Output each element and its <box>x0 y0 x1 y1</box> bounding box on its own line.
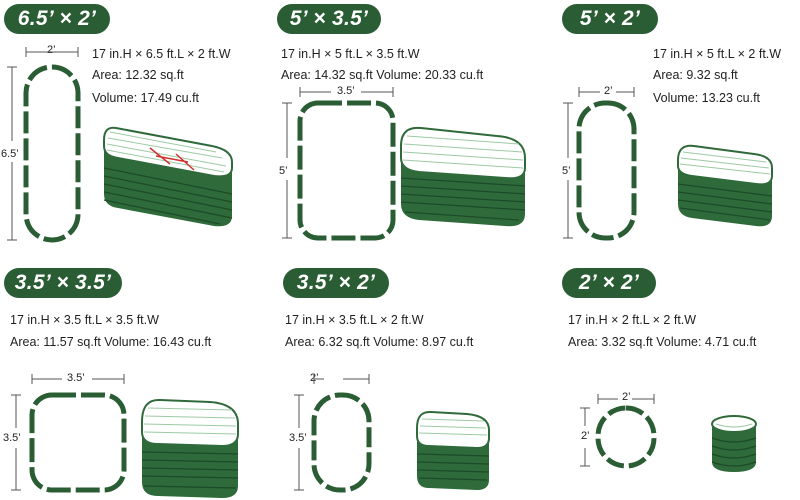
bed-outline-top-view <box>23 64 81 243</box>
width-dimension-label: 2’ <box>622 391 631 403</box>
spec-dimensions: 17 in.H × 3.5 ft.L × 3.5 ft.W <box>10 313 159 327</box>
bed-panel-3-5x3-5: 3.5’ × 3.5’ 17 in.H × 3.5 ft.L × 3.5 ft.… <box>0 250 266 500</box>
width-dimension-label: 3.5’ <box>67 372 85 384</box>
raised-bed-3d-illustration <box>103 126 233 227</box>
bed-diagram <box>7 47 233 243</box>
bed-panel-3-5x2: 3.5’ × 2’ 17 in.H × 3.5 ft.L × 2 ft.W Ar… <box>267 250 533 500</box>
length-dimension-label: 5’ <box>279 165 288 177</box>
spec-dimensions: 17 in.H × 2 ft.L × 2 ft.W <box>568 313 697 327</box>
width-dimension-label: 2’ <box>604 85 613 97</box>
bed-panel-2x2: 2’ × 2’ 17 in.H × 2 ft.L × 2 ft.W Area: … <box>534 250 800 500</box>
size-title-badge: 3.5’ × 2’ <box>283 268 389 298</box>
spec-area-volume: Area: 3.32 sq.ft Volume: 4.71 cu.ft <box>568 335 757 349</box>
bed-outline-top-view <box>595 405 657 469</box>
spec-dimensions: 17 in.H × 5 ft.L × 3.5 ft.W <box>281 47 420 61</box>
spec-area-volume: Area: 6.32 sq.ft Volume: 8.97 cu.ft <box>285 335 474 349</box>
bed-outline-top-view <box>576 100 637 241</box>
width-dimension-label: 3.5’ <box>337 85 355 97</box>
size-title-badge: 3.5’ × 3.5’ <box>4 268 122 298</box>
bed-panel-6-5x2: 6.5’ × 2’ 17 in.H × 6.5 ft.L × 2 ft.W Ar… <box>0 0 266 250</box>
bed-panel-5x3-5: 5’ × 3.5’ 17 in.H × 5 ft.L × 3.5 ft.W Ar… <box>267 0 533 250</box>
width-dimension-label: 2’ <box>47 44 56 56</box>
bed-diagram <box>282 87 526 241</box>
size-title-badge: 6.5’ × 2’ <box>4 4 110 34</box>
bed-diagram <box>294 374 490 493</box>
raised-bed-3d-illustration <box>677 144 773 227</box>
bed-diagram <box>580 394 757 472</box>
bed-outline-top-view <box>297 100 396 241</box>
size-title-badge: 5’ × 2’ <box>562 4 658 34</box>
spec-volume: Volume: 13.23 cu.ft <box>653 91 761 105</box>
raised-bed-3d-illustration <box>400 126 526 227</box>
length-dimension-label: 3.5’ <box>289 432 307 444</box>
spec-area: Area: 9.32 sq.ft <box>653 68 738 82</box>
raised-bed-3d-illustration <box>416 410 490 490</box>
length-dimension-label: 6.5’ <box>1 148 19 160</box>
size-title-badge: 2’ × 2’ <box>562 268 656 298</box>
raised-bed-3d-illustration <box>711 415 757 472</box>
size-title-badge: 5’ × 3.5’ <box>277 4 381 34</box>
spec-dimensions: 17 in.H × 6.5 ft.L × 2 ft.W <box>92 47 231 61</box>
bed-diagram <box>563 87 773 241</box>
length-dimension-label: 3.5’ <box>3 432 21 444</box>
bed-panel-5x2: 5’ × 2’ 17 in.H × 5 ft.L × 2 ft.W Area: … <box>534 0 800 250</box>
spec-area: Area: 12.32 sq.ft <box>92 68 184 82</box>
spec-volume: Volume: 17.49 cu.ft <box>92 91 200 105</box>
bed-outline-top-view <box>311 392 372 493</box>
bed-outline-top-view <box>29 392 127 493</box>
bed-diagram <box>11 374 239 498</box>
raised-bed-3d-illustration <box>141 398 239 498</box>
length-dimension-label: 2’ <box>581 430 590 442</box>
spec-dimensions: 17 in.H × 3.5 ft.L × 2 ft.W <box>285 313 424 327</box>
spec-area-volume: Area: 14.32 sq.ft Volume: 20.33 cu.ft <box>281 68 484 82</box>
spec-area-volume: Area: 11.57 sq.ft Volume: 16.43 cu.ft <box>10 335 212 349</box>
spec-dimensions: 17 in.H × 5 ft.L × 2 ft.W <box>653 47 782 61</box>
length-dimension-label: 5’ <box>562 165 571 177</box>
